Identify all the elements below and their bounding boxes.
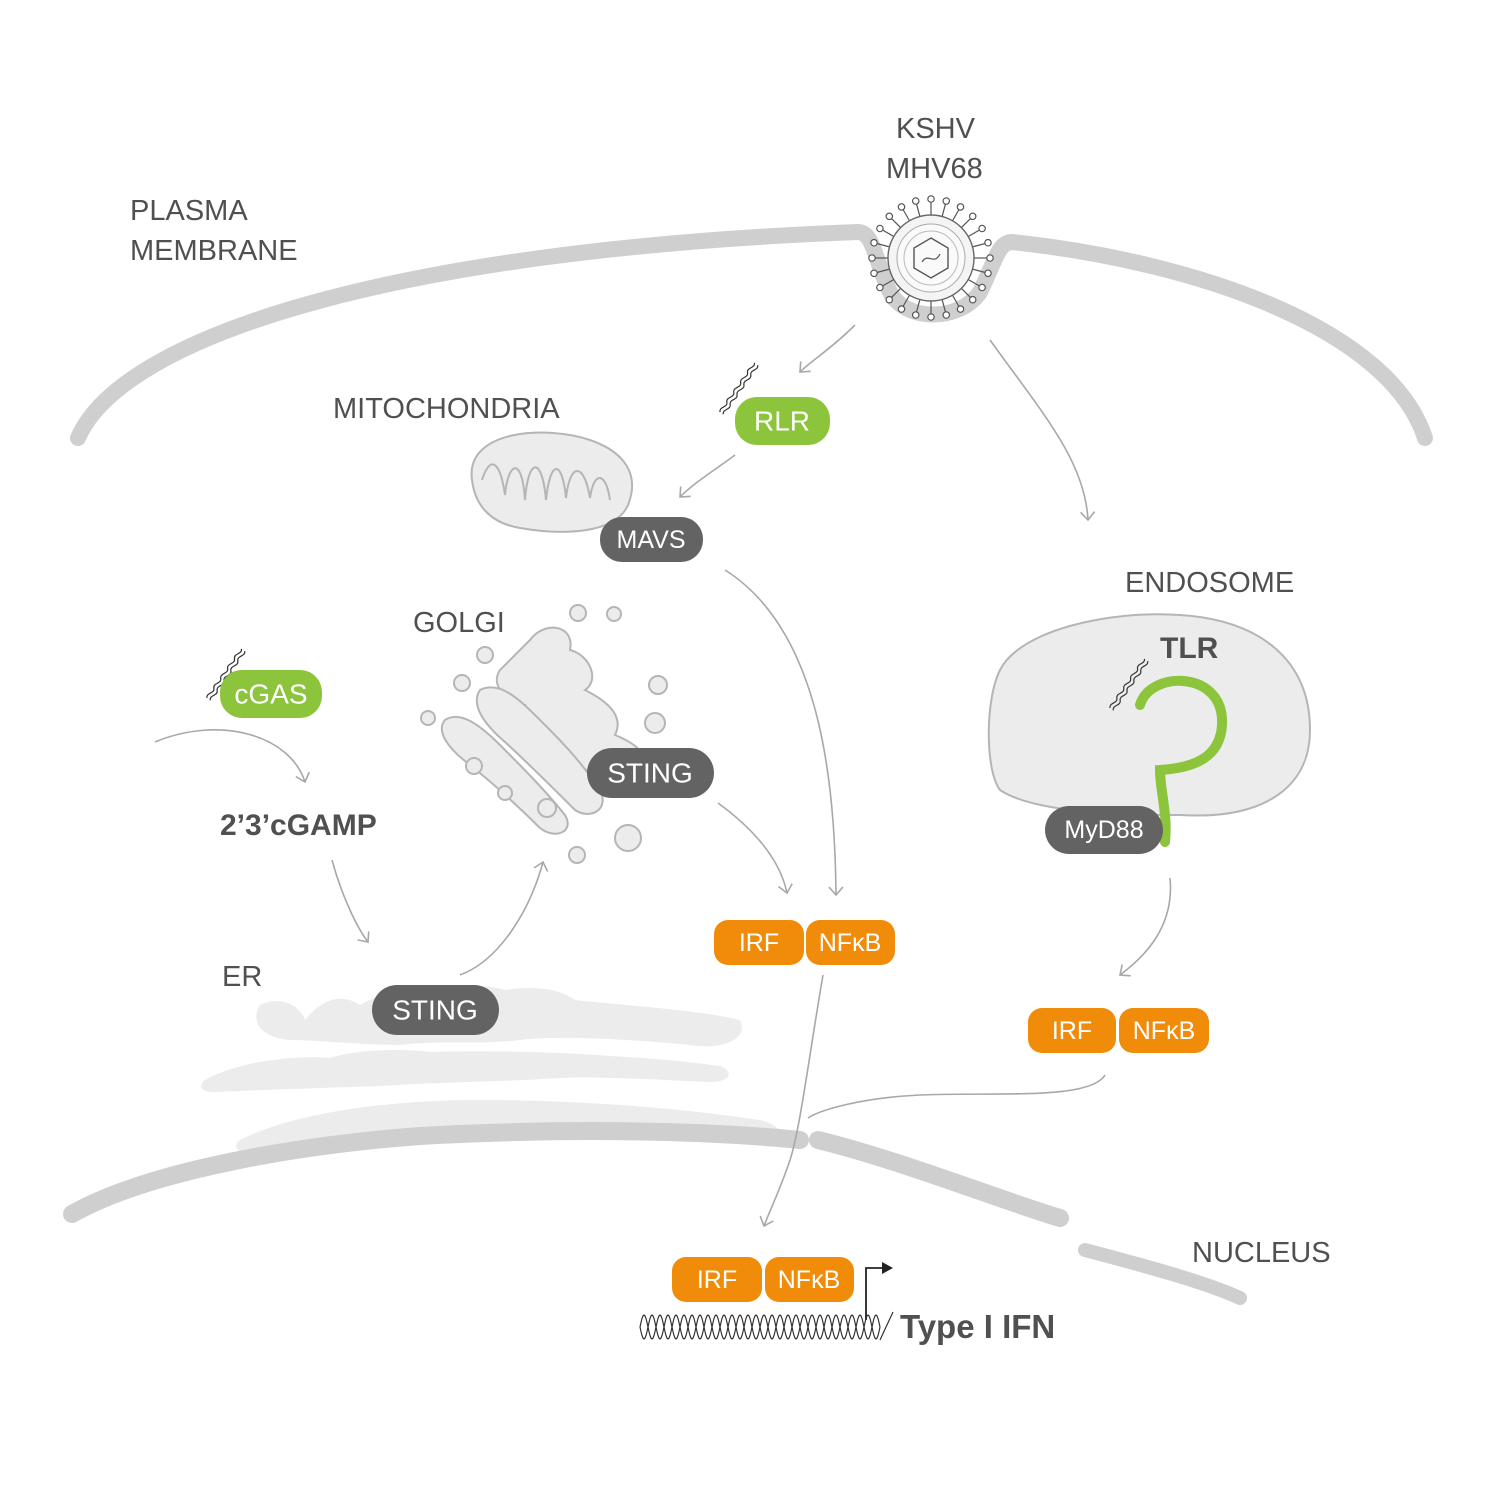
er-label: ER xyxy=(222,961,262,993)
virus-spike-head xyxy=(986,254,994,262)
irf-pill-nucleus: IRF xyxy=(672,1257,762,1302)
sting-er-pill: STING xyxy=(372,985,499,1035)
virus-spike-head xyxy=(885,212,894,221)
type-i-ifn-label: Type I IFN xyxy=(900,1308,1055,1345)
virus-spike-head xyxy=(876,224,884,233)
virus-spike-head xyxy=(968,212,977,221)
irf-pill-right: IRF xyxy=(1028,1008,1116,1053)
svg-text:NFκB: NFκB xyxy=(819,929,882,957)
dna-helix xyxy=(639,1311,894,1341)
nfkb-pill-mid: NFκB xyxy=(806,920,895,965)
virus-spike-head xyxy=(870,238,878,247)
svg-text:IRF: IRF xyxy=(1052,1017,1092,1045)
virus-particle xyxy=(868,195,994,321)
nucleus-label: NUCLEUS xyxy=(1192,1237,1331,1269)
svg-text:NFκB: NFκB xyxy=(1133,1017,1196,1045)
nucleic-acid-icon-rlr xyxy=(719,362,759,415)
virus-spike xyxy=(915,299,921,313)
mitochondria-label: MITOCHONDRIA xyxy=(333,393,560,425)
virus-spike xyxy=(890,287,902,299)
svg-text:IRF: IRF xyxy=(739,929,779,957)
svg-text:STING: STING xyxy=(607,758,693,789)
virus-label-kshv: KSHV xyxy=(896,113,976,145)
virus-spike-head xyxy=(942,311,951,319)
svg-text:cGAS: cGAS xyxy=(234,679,307,710)
virus-spike xyxy=(951,209,960,222)
virus-spike xyxy=(967,278,980,287)
virus-spike xyxy=(972,268,986,274)
virus-spike-head xyxy=(868,254,876,262)
virus-spike xyxy=(882,278,895,287)
virus-spike xyxy=(967,229,980,238)
virus-spike xyxy=(890,217,902,229)
virus-spike-head xyxy=(897,203,906,211)
tlr-receptor xyxy=(1135,675,1228,847)
virus-spike-head xyxy=(956,203,965,211)
virus-spike-head xyxy=(897,305,906,313)
virus-spike xyxy=(972,242,986,248)
virus-label-mhv68: MHV68 xyxy=(886,153,983,185)
mavs-pill: MAVS xyxy=(600,517,703,562)
virus-spike-head xyxy=(942,197,951,205)
myd88-pill: MyD88 xyxy=(1045,806,1163,854)
virus-spike xyxy=(902,294,911,307)
virus-spike-head xyxy=(978,283,986,292)
virus-spike xyxy=(960,217,972,229)
svg-text:NFκB: NFκB xyxy=(778,1266,841,1294)
plasma-membrane-label-1: PLASMA xyxy=(130,195,248,227)
virus-spike xyxy=(876,242,890,248)
nfkb-pill-nucleus: NFκB xyxy=(765,1257,854,1302)
svg-text:STING: STING xyxy=(392,995,478,1026)
promoter-arrow-icon xyxy=(865,1262,893,1320)
virus-spike-head xyxy=(927,195,935,203)
golgi-apparatus xyxy=(420,604,668,864)
virus-spike-head xyxy=(956,305,965,313)
virus-spike-head xyxy=(984,238,992,247)
irf-pill-mid: IRF xyxy=(714,920,804,965)
endosome-organelle xyxy=(987,613,1312,817)
endosome-label: ENDOSOME xyxy=(1125,567,1294,599)
nucleic-acid-icon-tlr xyxy=(1109,658,1149,711)
virus-spike xyxy=(882,229,895,238)
cgas-pill: cGAS xyxy=(220,670,322,718)
virus-spike-head xyxy=(885,295,894,304)
virus-spike xyxy=(951,294,960,307)
svg-text:MyD88: MyD88 xyxy=(1064,816,1143,844)
golgi-label: GOLGI xyxy=(413,607,505,639)
virus-spike xyxy=(960,287,972,299)
rlr-pill: RLR xyxy=(735,397,830,445)
cgamp-label: 2’3’cGAMP xyxy=(220,809,377,842)
nuclear-envelope-far-right xyxy=(1078,1243,1247,1305)
nuclear-envelope-left xyxy=(63,1122,809,1223)
virus-spike-head xyxy=(870,269,878,278)
plasma-membrane-label-2: MEMBRANE xyxy=(130,235,298,267)
virus-spike-head xyxy=(911,197,920,205)
svg-text:RLR: RLR xyxy=(754,406,810,437)
nfkb-pill-right: NFκB xyxy=(1119,1008,1209,1053)
tlr-label: TLR xyxy=(1160,632,1219,665)
svg-text:IRF: IRF xyxy=(697,1266,737,1294)
virus-spike-head xyxy=(927,313,935,321)
virus-spike-head xyxy=(978,224,986,233)
virus-spike xyxy=(941,299,947,313)
virus-spike xyxy=(876,268,890,274)
capsid-icon xyxy=(913,237,949,279)
virus-spike xyxy=(902,209,911,222)
virus-spike-head xyxy=(911,311,920,319)
mitochondria-organelle xyxy=(470,431,634,533)
nuclear-envelope-right xyxy=(809,1131,1069,1227)
svg-text:MAVS: MAVS xyxy=(617,526,686,554)
virus-spike-head xyxy=(876,283,884,292)
sting-golgi-pill: STING xyxy=(587,748,714,798)
virus-spike xyxy=(915,203,921,217)
virus-spike-head xyxy=(968,295,977,304)
signaling-arrows xyxy=(154,324,1172,1228)
virus-spike-head xyxy=(984,269,992,278)
virus-spike xyxy=(941,203,947,217)
